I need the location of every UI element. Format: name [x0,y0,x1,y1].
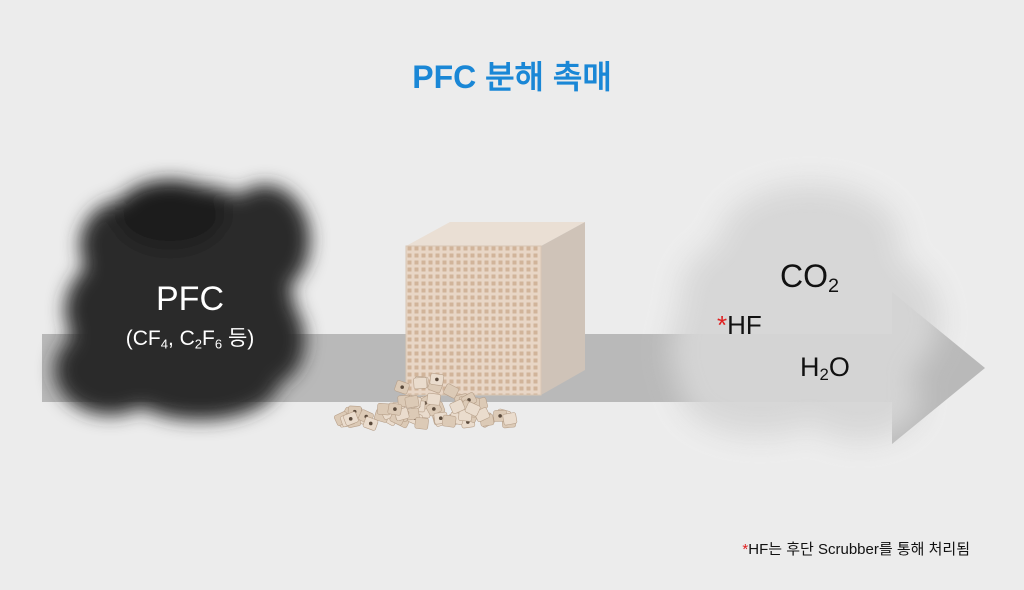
pfc-label: PFC [156,280,224,318]
hf-footnote: *HF는 후단 Scrubber를 통해 처리됨 [742,541,970,558]
h2o-label: H2O [800,352,850,385]
diagram-title: PFC 분해 촉매 [412,59,612,95]
hf-label: *HF [717,310,762,340]
pfc-smoke-cloud [55,180,310,420]
honeycomb-catalyst-block [405,222,585,396]
pfc-examples-label: (CF4, C2F6 등) [125,327,255,352]
catalyst-pellets [333,373,518,431]
output-smoke-cloud [670,185,940,440]
co2-label: CO2 [780,258,840,297]
